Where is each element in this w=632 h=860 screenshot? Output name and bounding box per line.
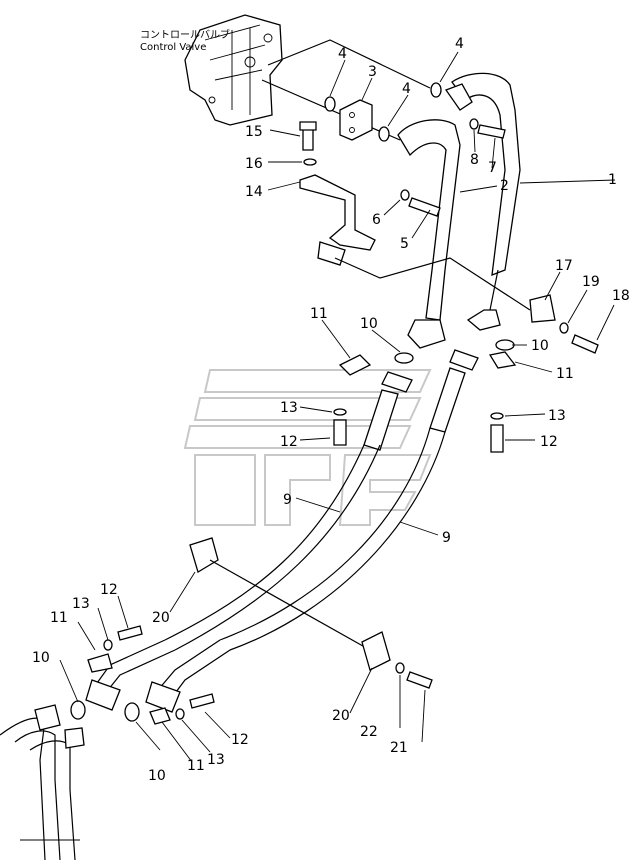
callout-2: 2 — [500, 178, 509, 194]
callout-13: 13 — [207, 752, 225, 768]
split-flange-11b — [488, 351, 517, 369]
callout-20: 20 — [332, 708, 350, 724]
callout-10: 10 — [148, 768, 166, 784]
bolt-15 — [302, 127, 314, 151]
callout-8: 8 — [470, 152, 479, 168]
clamp-17 — [529, 294, 556, 323]
callout-11: 11 — [310, 306, 328, 322]
leader-lines — [59, 51, 616, 763]
callout-18: 18 — [612, 288, 630, 304]
washer-6 — [400, 189, 410, 201]
callout-16: 16 — [245, 156, 263, 172]
o-ring-10a — [394, 352, 414, 364]
callout-11: 11 — [187, 758, 205, 774]
control-valve — [184, 14, 283, 126]
callout-9: 9 — [283, 492, 292, 508]
control-valve-label-jp: コントロールバルブ — [140, 28, 230, 41]
tube-2 — [397, 119, 461, 349]
washer-8 — [469, 118, 479, 130]
control-valve-label-en: Control Valve — [140, 42, 206, 53]
callout-4: 4 — [338, 46, 347, 62]
washer-19 — [559, 322, 569, 334]
callout-13: 13 — [280, 400, 298, 416]
o-ring-4c — [430, 82, 442, 98]
callout-1: 1 — [608, 172, 617, 188]
o-ring-4b — [378, 126, 390, 142]
o-ring-10c — [70, 700, 86, 720]
callout-4: 4 — [402, 81, 411, 97]
callout-numbers: 4 3 4 4 1 2 5 6 7 8 15 16 14 17 19 18 11… — [32, 36, 630, 784]
clamp-20b — [361, 631, 391, 671]
callout-13: 13 — [72, 596, 90, 612]
callout-20: 20 — [152, 610, 170, 626]
washer-16 — [303, 158, 317, 166]
callout-11: 11 — [50, 610, 68, 626]
split-flange-11a — [338, 354, 372, 376]
bolt-5 — [408, 197, 441, 217]
callout-12: 12 — [100, 582, 118, 598]
callout-10: 10 — [360, 316, 378, 332]
callout-17: 17 — [555, 258, 573, 274]
lower-pipes — [0, 704, 85, 860]
clamp-20a — [189, 537, 219, 573]
callout-3: 3 — [368, 64, 377, 80]
callout-12: 12 — [540, 434, 558, 450]
o-ring-10d — [124, 702, 140, 722]
callout-9: 9 — [442, 530, 451, 546]
callout-13: 13 — [548, 408, 566, 424]
callout-15: 15 — [245, 124, 263, 140]
hose-9b — [219, 349, 479, 651]
callout-11: 11 — [556, 366, 574, 382]
bracket-14 — [299, 174, 376, 251]
callout-12: 12 — [231, 732, 249, 748]
bolt-18 — [571, 334, 599, 354]
bolt-7 — [477, 124, 506, 139]
washer-22 — [395, 662, 405, 674]
bolt-21 — [406, 671, 433, 689]
o-ring-10b — [495, 339, 515, 351]
callout-22: 22 — [360, 724, 378, 740]
callout-14: 14 — [245, 184, 263, 200]
callout-21: 21 — [390, 740, 408, 756]
callout-4: 4 — [455, 36, 464, 52]
callout-6: 6 — [372, 212, 381, 228]
callout-5: 5 — [400, 236, 409, 252]
callout-10: 10 — [531, 338, 549, 354]
callout-12: 12 — [280, 434, 298, 450]
tube-1 — [444, 72, 521, 331]
hose-9a — [164, 371, 413, 651]
flange-block-3 — [339, 99, 373, 141]
callout-10: 10 — [32, 650, 50, 666]
callout-19: 19 — [582, 274, 600, 290]
callout-7: 7 — [488, 160, 497, 176]
o-ring-4a — [324, 96, 336, 112]
